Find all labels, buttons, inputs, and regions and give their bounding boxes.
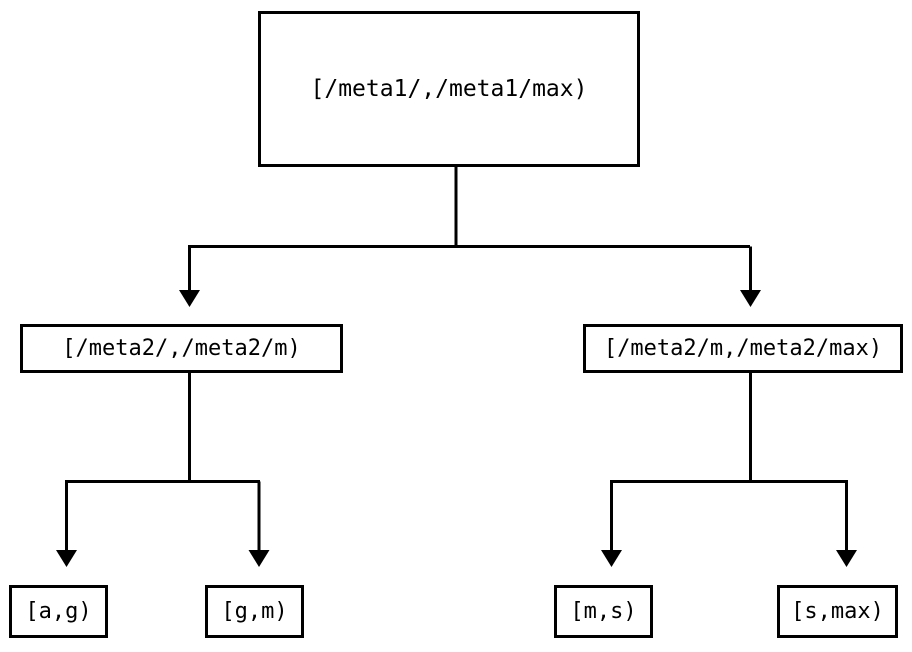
arrowhead-level2-right-to-leaf-smax bbox=[836, 550, 857, 567]
node-leaf-m-s-label: [m,s) bbox=[570, 598, 637, 624]
arrowhead-root-to-level2-right bbox=[740, 290, 761, 307]
node-leaf-g-m[interactable]: [g,m) bbox=[205, 585, 304, 638]
arrowhead-level2-left-to-leaf-gm bbox=[248, 550, 270, 567]
arrowhead-level2-left-to-leaf-ag bbox=[56, 550, 77, 567]
node-leaf-a-g[interactable]: [a,g) bbox=[9, 585, 108, 638]
node-leaf-s-max[interactable]: [s,max) bbox=[777, 585, 898, 638]
node-level2-right-label: [/meta2/m,/meta2/max) bbox=[603, 335, 883, 361]
node-level2-right[interactable]: [/meta2/m,/meta2/max) bbox=[583, 324, 903, 373]
arrowhead-level2-right-to-leaf-ms bbox=[601, 550, 622, 567]
node-leaf-a-g-label: [a,g) bbox=[25, 598, 92, 624]
node-leaf-m-s[interactable]: [m,s) bbox=[554, 585, 653, 638]
node-root[interactable]: [/meta1/,/meta1/max) bbox=[258, 11, 640, 167]
node-leaf-g-m-label: [g,m) bbox=[221, 598, 288, 624]
node-level2-left-label: [/meta2/,/meta2/m) bbox=[62, 335, 301, 361]
node-level2-left[interactable]: [/meta2/,/meta2/m) bbox=[20, 324, 343, 373]
node-root-label: [/meta1/,/meta1/max) bbox=[310, 75, 588, 102]
arrowhead-root-to-level2-left bbox=[179, 290, 200, 307]
node-leaf-s-max-label: [s,max) bbox=[791, 598, 884, 624]
